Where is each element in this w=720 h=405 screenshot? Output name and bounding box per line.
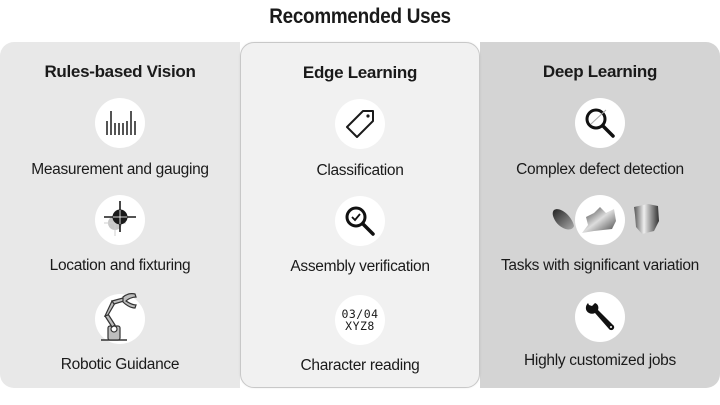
use-item-label: Classification — [316, 162, 404, 179]
page-title: Recommended Uses — [269, 5, 451, 28]
column-heading: Rules-based Vision — [44, 62, 196, 81]
column-rules-based-vision: Rules-based Vision Measurement and gaugi… — [0, 42, 240, 388]
use-item-label: Measurement and gauging — [31, 161, 209, 178]
measurement-bars-icon — [95, 98, 145, 148]
use-item-label: Character reading — [300, 357, 420, 374]
use-item-label: Highly customized jobs — [524, 352, 676, 369]
use-item-label: Complex defect detection — [516, 161, 684, 178]
column-edge-learning: Edge Learning Classification Assembly ve… — [240, 42, 480, 388]
use-item-label: Assembly verification — [290, 258, 430, 275]
magnifier-defect-icon — [575, 98, 625, 148]
use-item-label: Location and fixturing — [49, 257, 191, 274]
ocr-text-icon: 03/04 XYZ8 — [335, 295, 385, 345]
column-heading: Deep Learning — [542, 62, 658, 81]
dark-blob-shape — [550, 206, 576, 237]
wrench-icon — [575, 292, 625, 342]
ocr-line: XYZ8 — [345, 319, 375, 333]
magnifier-check-icon — [335, 196, 385, 246]
column-heading: Edge Learning — [302, 63, 418, 82]
use-item-label: Tasks with significant variation — [500, 257, 699, 274]
robot-arm-icon — [95, 293, 145, 344]
varied-shapes-icon — [575, 195, 625, 245]
ocr-line: 03/04 — [341, 307, 379, 321]
use-item-label: Robotic Guidance — [60, 356, 180, 373]
crosshair-target-icon — [95, 195, 145, 245]
metallic-shield-shape — [632, 203, 660, 240]
tag-icon — [335, 99, 385, 149]
column-deep-learning: Deep Learning Complex defect detection — [480, 42, 720, 388]
